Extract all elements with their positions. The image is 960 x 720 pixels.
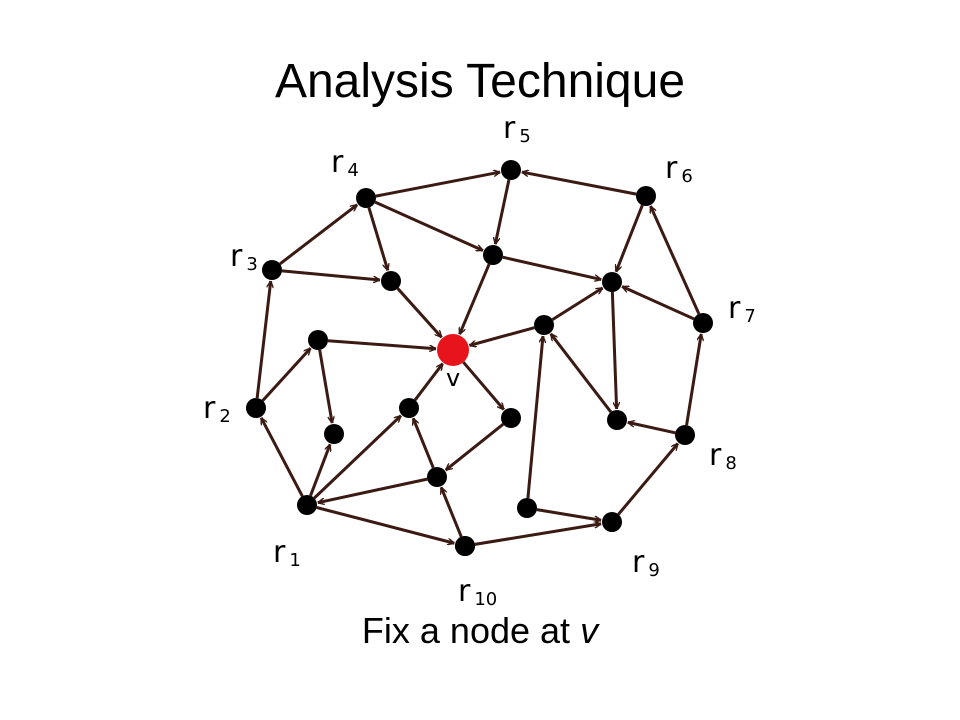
edge-r6-to-r5 — [522, 172, 637, 196]
edge-r3-to-d — [281, 269, 380, 280]
edge-r10-to-j — [439, 487, 463, 538]
edge-i-to-j — [446, 423, 505, 472]
slide-title: Analysis Technique — [274, 55, 686, 108]
node-v — [437, 334, 469, 366]
edge-r1-to-h — [313, 414, 401, 500]
edge-e-to-g — [318, 349, 332, 423]
node-r6 — [636, 186, 656, 206]
edge-r10-to-r9 — [474, 524, 601, 546]
edge-c-to-v — [469, 326, 535, 346]
caption-variable: v — [580, 610, 599, 651]
node-f — [607, 410, 627, 430]
node-k — [517, 498, 537, 518]
edge-r1-to-r2 — [259, 418, 304, 497]
node-c — [534, 315, 554, 335]
edge-c-to-b — [551, 286, 602, 321]
edge-r2-to-e — [261, 348, 312, 402]
edge-d-to-v — [396, 287, 443, 337]
node-h — [399, 398, 419, 418]
node-r2 — [246, 398, 266, 418]
edge-r1-to-g — [309, 444, 331, 497]
node-j — [427, 467, 447, 487]
edge-k-to-r9 — [536, 508, 601, 521]
node-g — [324, 424, 344, 444]
node-a — [483, 245, 503, 265]
edge-k-to-c — [526, 336, 543, 499]
edge-r8-to-r7 — [685, 334, 702, 426]
edge-f-to-c — [549, 334, 613, 413]
node-i — [501, 408, 521, 428]
edge-r8-to-f — [628, 422, 676, 435]
edge-r4-to-d — [367, 207, 388, 271]
edge-r7-to-b — [622, 285, 695, 321]
edge-r5-to-a — [495, 179, 511, 244]
edge-r7-to-r6 — [649, 206, 701, 315]
edge-a-to-b — [502, 255, 602, 279]
node-m — [455, 536, 475, 556]
edge-e-to-v — [327, 339, 436, 349]
caption-text: Fix a node at — [361, 610, 581, 651]
edge-r3-to-r4 — [279, 203, 357, 266]
node-layer — [246, 160, 713, 556]
edge-j-to-r1 — [318, 477, 428, 503]
node-r9 — [602, 512, 622, 532]
node-e — [308, 330, 328, 350]
node-r4 — [356, 188, 376, 208]
node-r5 — [501, 160, 521, 180]
slide-caption: Fix a node at v — [0, 610, 960, 652]
edge-v-to-i — [462, 361, 506, 409]
edge-r1-to-r10 — [316, 506, 455, 544]
edge-j-to-h — [411, 418, 435, 469]
node-r7 — [693, 313, 713, 333]
edge-r2-to-r3 — [255, 281, 271, 399]
edge-r6-to-b — [614, 204, 644, 271]
node-label-v: v — [446, 364, 460, 392]
node-r3 — [262, 260, 282, 280]
node-r8 — [675, 425, 695, 445]
edge-r9-to-r8 — [617, 443, 680, 516]
node-r1 — [297, 495, 317, 515]
edge-b-to-f — [610, 291, 616, 409]
edge-r4-to-a — [374, 200, 483, 252]
node-d — [381, 271, 401, 291]
edge-h-to-v — [413, 364, 444, 401]
edge-layer — [255, 172, 702, 546]
edge-r4-to-r5 — [375, 172, 500, 198]
node-b — [602, 272, 622, 292]
edge-a-to-v — [458, 263, 491, 334]
